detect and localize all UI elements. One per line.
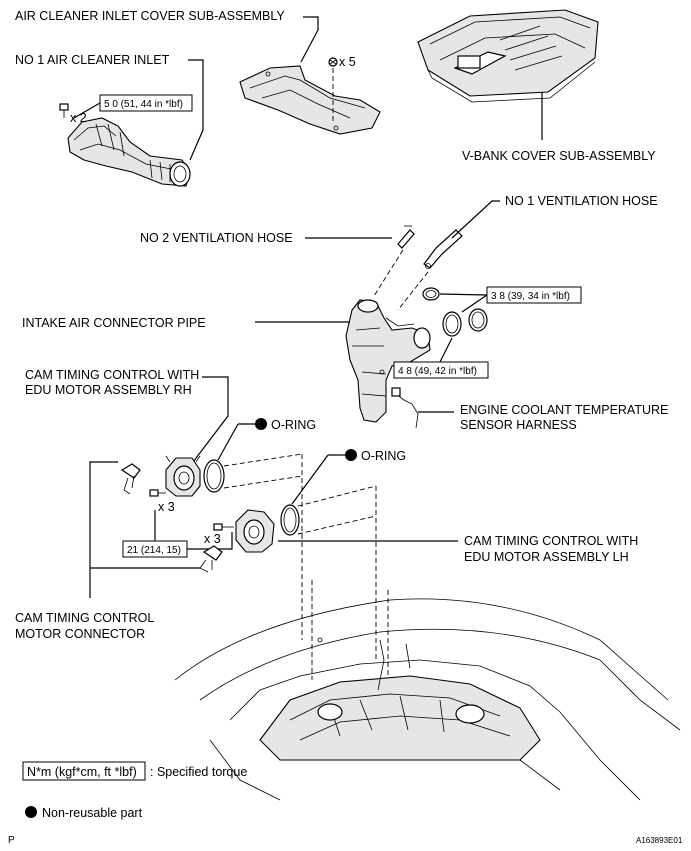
- intake-air-connector-pipe-drawing: [345, 299, 431, 423]
- cam-motor-connector-label-line2: MOTOR CONNECTOR: [15, 627, 145, 641]
- cam-motor-connector-rh-drawing: [120, 463, 141, 495]
- legend-torque-text: : Specified torque: [150, 765, 247, 779]
- o-ring-rh-leader: [217, 423, 239, 461]
- inlet-bolt-quantity: x 2: [70, 111, 87, 125]
- cam-motor-connector-lh-drawing: [199, 545, 223, 573]
- o-ring-rh-icon: [203, 459, 225, 493]
- hose-clamp-lower-icon: [442, 311, 462, 337]
- cam-rh-bolt-quantity: x 3: [158, 500, 175, 514]
- cam-lh-dash-bottom: [297, 515, 377, 535]
- o-ring-lh-icon: [280, 504, 300, 536]
- cam-bolt-torque-leader-right: [187, 532, 233, 550]
- cam-bolt-torque-value: 21 (214, 15): [127, 545, 181, 556]
- cover-nut-icon: [328, 57, 338, 67]
- engine-coolant-label-line2: SENSOR HARNESS: [460, 418, 577, 432]
- no1-ventilation-hose-label: NO 1 VENTILATION HOSE: [505, 194, 658, 208]
- cam-rh-dash-bottom: [223, 475, 303, 489]
- clamp-upper-torque-value: 3 8 (39, 34 in *lbf): [491, 291, 570, 302]
- clamp-lower-torque-leader: [439, 337, 453, 363]
- intake-air-connector-pipe-label: INTAKE AIR CONNECTOR PIPE: [22, 316, 206, 330]
- inlet-torque-value: 5 0 (51, 44 in *lbf): [104, 99, 183, 110]
- air-cleaner-inlet-cover-drawing: [239, 65, 381, 135]
- cam-lh-label-line2: EDU MOTOR ASSEMBLY LH: [464, 550, 629, 564]
- o-ring-lh-label: O-RING: [361, 449, 406, 463]
- cam-rh-dash-top: [223, 453, 303, 467]
- cam-lh-label-line1: CAM TIMING CONTROL WITH: [464, 534, 638, 548]
- legend-torque-box: [22, 761, 146, 781]
- coolant-harness-drawing: [391, 387, 419, 429]
- engine-bay-drawing: [174, 598, 681, 801]
- cam-rh-label-line1: CAM TIMING CONTROL WITH: [25, 368, 199, 382]
- cam-lh-bolt-icon: [213, 523, 234, 531]
- clamp-lower-torque-box: [393, 361, 489, 379]
- o-ring-rh-label: O-RING: [271, 418, 316, 432]
- clamp-lower-torque-value: 4 8 (49, 42 in *lbf): [398, 366, 477, 377]
- cover-nut-quantity: x 5: [339, 55, 356, 69]
- v-bank-cover-label: V-BANK COVER SUB-ASSEMBLY: [462, 149, 656, 163]
- cam-lh-dash-top: [297, 485, 377, 507]
- air-cleaner-inlet-cover-leader: [300, 16, 319, 63]
- footer-right: A163893E01: [636, 836, 683, 845]
- cam-motor-connector-label-line1: CAM TIMING CONTROL: [15, 611, 154, 625]
- no2-ventilation-hose-drawing: [397, 225, 415, 249]
- no1-hose-dash: [397, 271, 429, 311]
- no1-air-cleaner-inlet-drawing: [67, 117, 191, 187]
- no1-air-cleaner-inlet-label: NO 1 AIR CLEANER INLET: [15, 53, 170, 67]
- air-cleaner-inlet-cover-label: AIR CLEANER INLET COVER SUB-ASSEMBLY: [15, 9, 285, 23]
- v-bank-cover-drawing: [417, 9, 599, 103]
- cam-connector-leader-v: [89, 461, 118, 598]
- engine-coolant-label-line1: ENGINE COOLANT TEMPERATURE: [460, 403, 668, 417]
- cam-rh-leader: [189, 376, 229, 467]
- legend-nonreusable-dot: [25, 806, 37, 818]
- legend-nonreusable-text: Non-reusable part: [42, 806, 143, 820]
- no1-ventilation-hose-leader: [451, 200, 500, 239]
- o-ring-rh-nonreusable-dot: [255, 418, 267, 430]
- clamp-upper-torque-leader: [439, 293, 488, 296]
- no2-ventilation-hose-label: NO 2 VENTILATION HOSE: [140, 231, 293, 245]
- hose-clamp-upper-icon: [422, 287, 440, 301]
- cam-rh-drawing: [165, 455, 201, 497]
- no1-ventilation-hose-drawing: [423, 229, 463, 269]
- cam-lh-bolt-quantity: x 3: [204, 532, 221, 546]
- legend-torque-box-text: N*m (kgf*cm, ft *lbf): [27, 765, 137, 779]
- cam-rh-bolt-icon: [149, 489, 166, 497]
- inlet-bolt-icon: [59, 103, 69, 118]
- cam-rh-label-line2: EDU MOTOR ASSEMBLY RH: [25, 383, 192, 397]
- cam-lh-drawing: [235, 509, 275, 553]
- o-ring-lh-leader: [291, 454, 329, 505]
- no1-air-cleaner-inlet-leader: [188, 59, 204, 161]
- no2-hose-dash: [373, 249, 404, 297]
- hose-clamp-right-icon: [468, 308, 488, 332]
- inlet-torque-leader: [73, 102, 101, 119]
- footer-left: P: [8, 835, 15, 846]
- o-ring-lh-nonreusable-dot: [345, 449, 357, 461]
- clamp-upper-torque-leader2: [461, 294, 488, 313]
